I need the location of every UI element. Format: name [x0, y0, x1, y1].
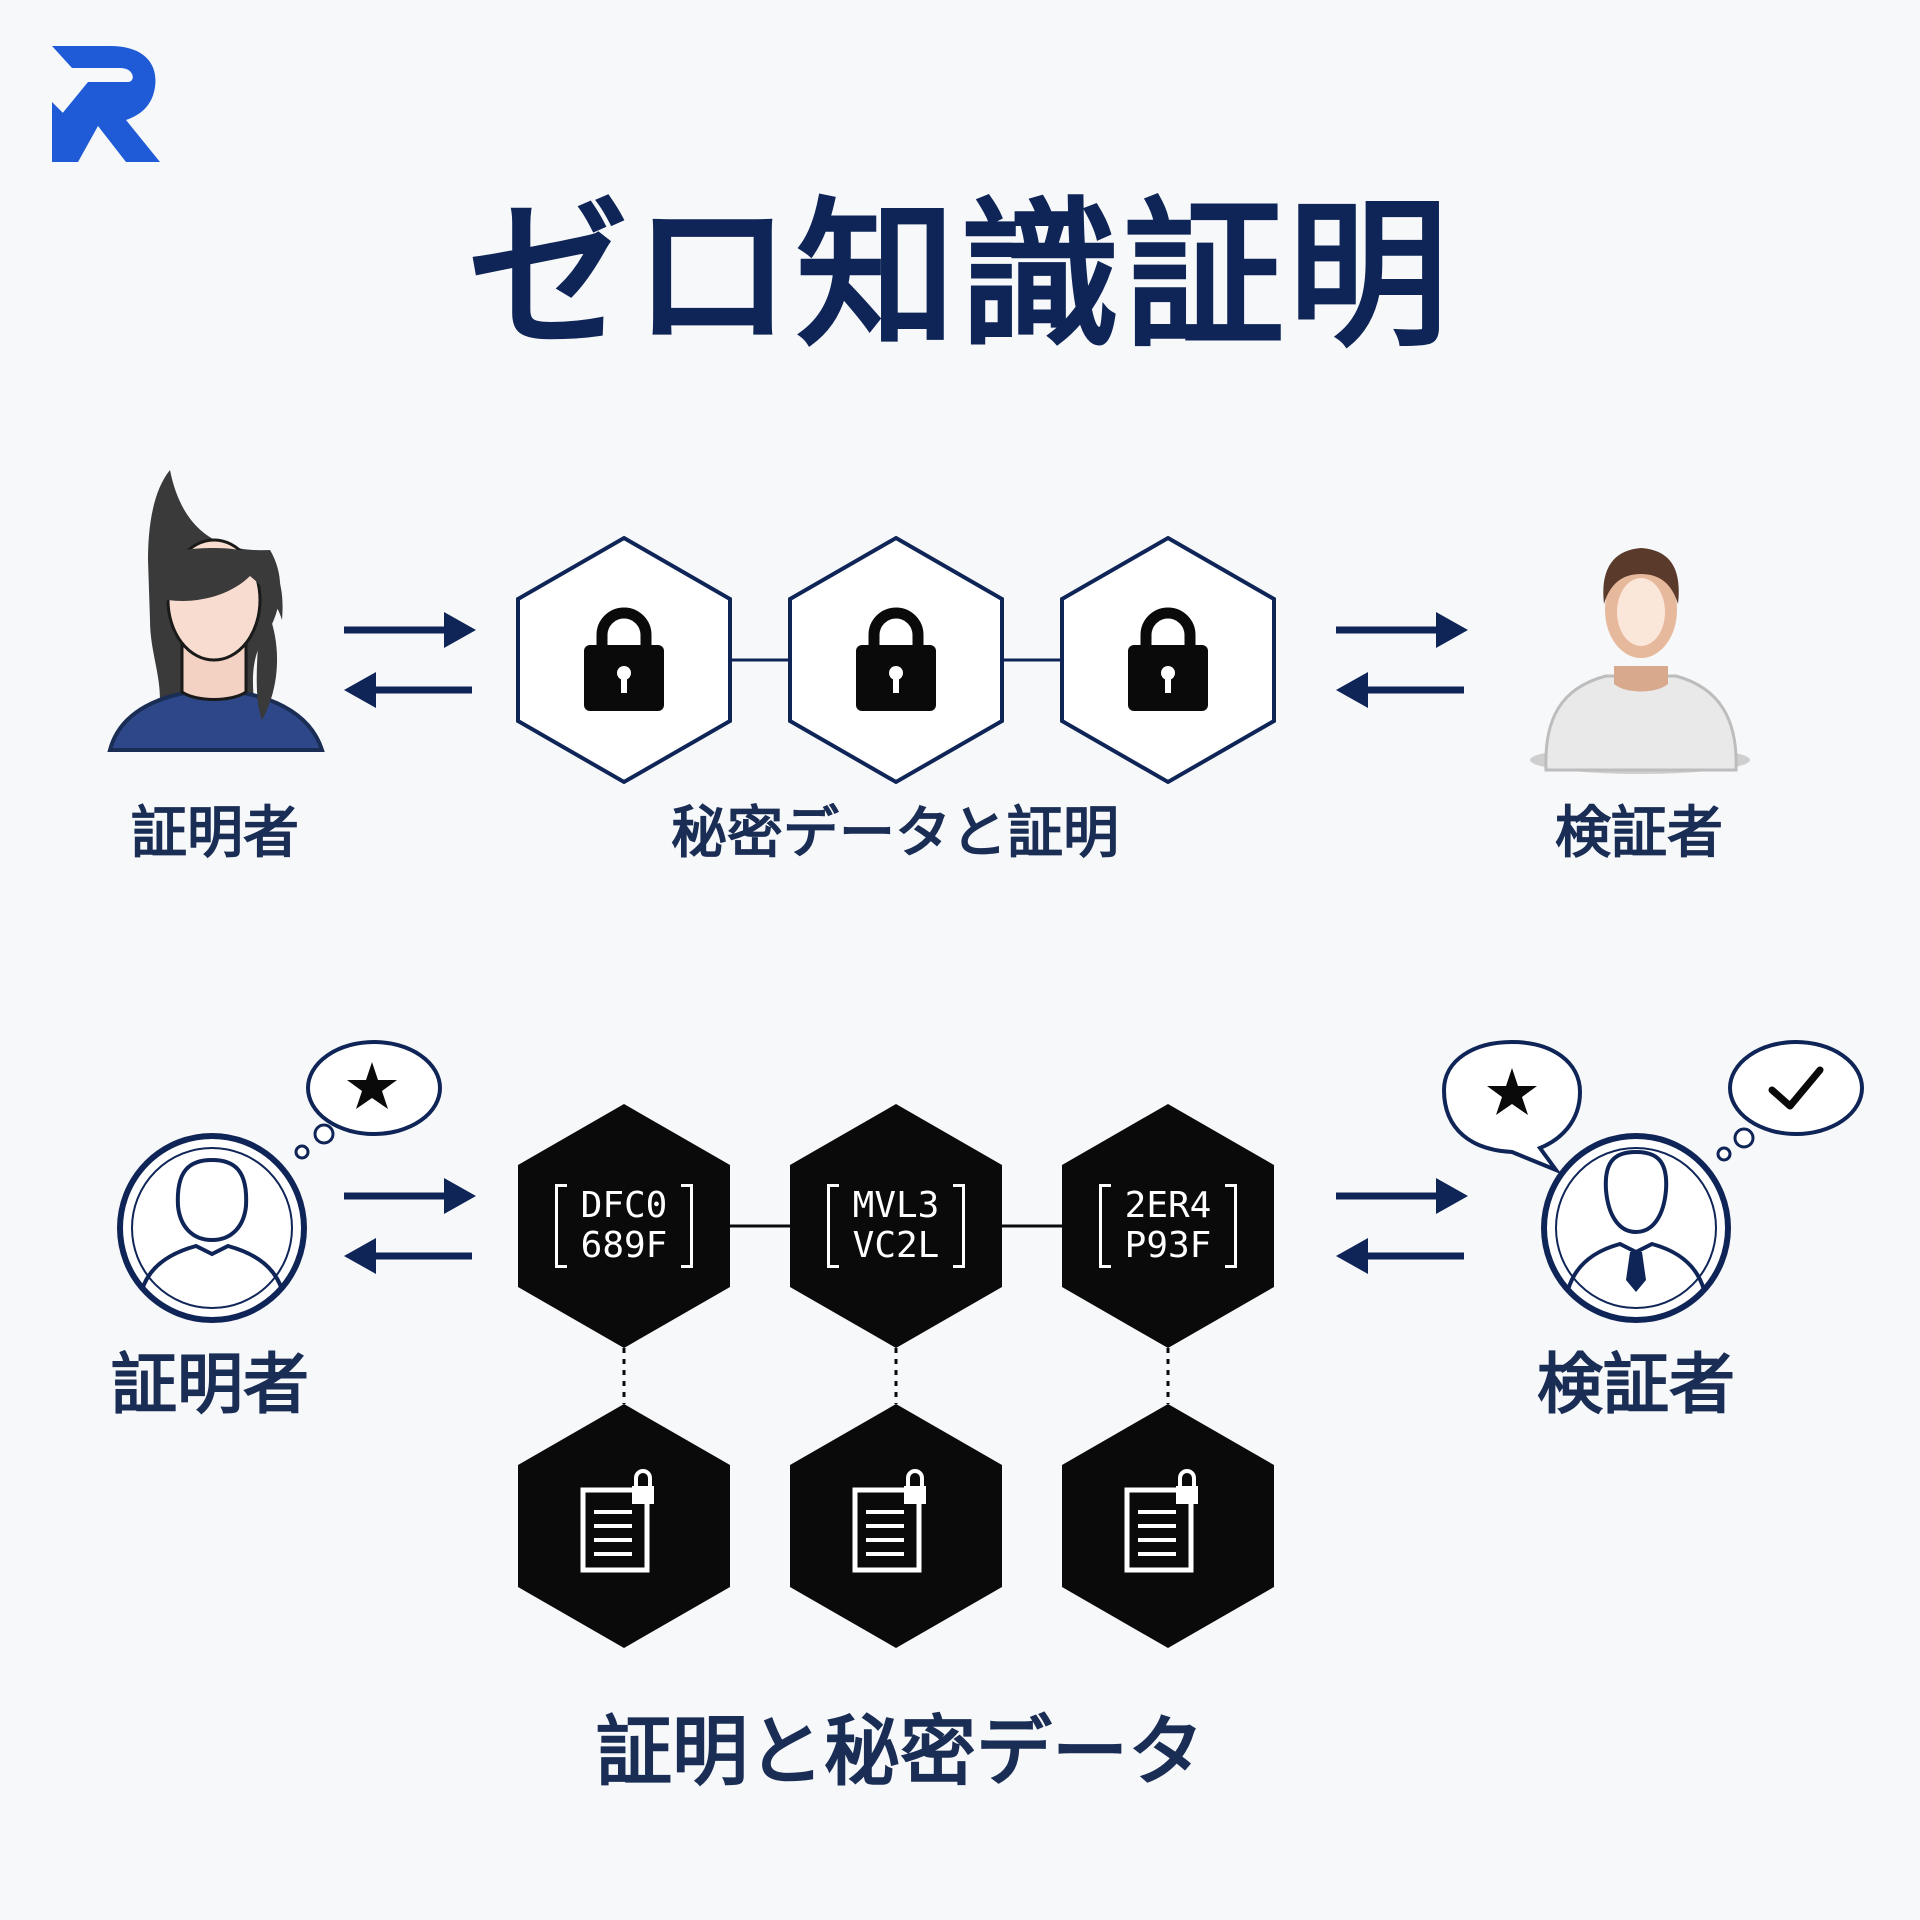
verifier-avatar-male — [1530, 548, 1750, 774]
code-bracket-left — [1099, 1184, 1111, 1268]
prover-label: 証明者 — [111, 1346, 309, 1423]
code-bracket-right — [681, 1184, 693, 1268]
prover-thought-bubble — [294, 1040, 442, 1160]
data-block — [518, 1404, 730, 1648]
verifier-label: 検証者 — [1537, 1346, 1735, 1423]
secret-block — [516, 535, 732, 785]
proof-code: DFC0 689F — [524, 1186, 724, 1266]
verifier-check-bubble — [1716, 1040, 1864, 1162]
prover-label: 証明者 — [131, 801, 299, 866]
exchange-arrows — [1336, 1178, 1468, 1274]
proof-block — [790, 1104, 1002, 1348]
data-block — [1062, 1404, 1274, 1648]
verifier-avatar-circle — [1541, 1133, 1731, 1323]
code-line: MVL3 — [852, 1185, 940, 1226]
code-bracket-left — [827, 1184, 839, 1268]
code-bracket-left — [555, 1184, 567, 1268]
code-bracket-right — [1225, 1184, 1237, 1268]
exchange-arrows — [1336, 612, 1468, 708]
code-line: 2ER4 — [1124, 1185, 1212, 1226]
proof-code: MVL3 VC2L — [796, 1186, 996, 1266]
code-line: VC2L — [852, 1225, 940, 1266]
code-line: 689F — [580, 1225, 668, 1266]
verifier-star-bubble — [1441, 1039, 1583, 1175]
code-line: DFC0 — [580, 1185, 668, 1226]
exchange-arrows — [344, 1178, 476, 1274]
secret-block — [788, 535, 1004, 785]
prover-avatar-circle — [117, 1133, 307, 1323]
top-caption: 秘密データと証明 — [671, 801, 1119, 866]
page-title: ゼロ知識証明 — [467, 182, 1452, 369]
star-icon — [347, 1062, 397, 1109]
check-icon — [1768, 1066, 1824, 1110]
secret-block — [1060, 535, 1276, 785]
proof-code: 2ER4 P93F — [1068, 1186, 1268, 1266]
verifier-label: 検証者 — [1555, 801, 1723, 866]
bottom-caption: 証明と秘密データ — [596, 1707, 1204, 1796]
prover-avatar-female — [107, 470, 325, 752]
brand-logo — [52, 46, 160, 162]
star-icon — [1487, 1068, 1537, 1115]
data-block — [790, 1404, 1002, 1648]
proof-block — [1062, 1104, 1274, 1348]
exchange-arrows — [344, 612, 476, 708]
proof-block — [518, 1104, 730, 1348]
code-bracket-right — [953, 1184, 965, 1268]
code-line: P93F — [1124, 1225, 1212, 1266]
